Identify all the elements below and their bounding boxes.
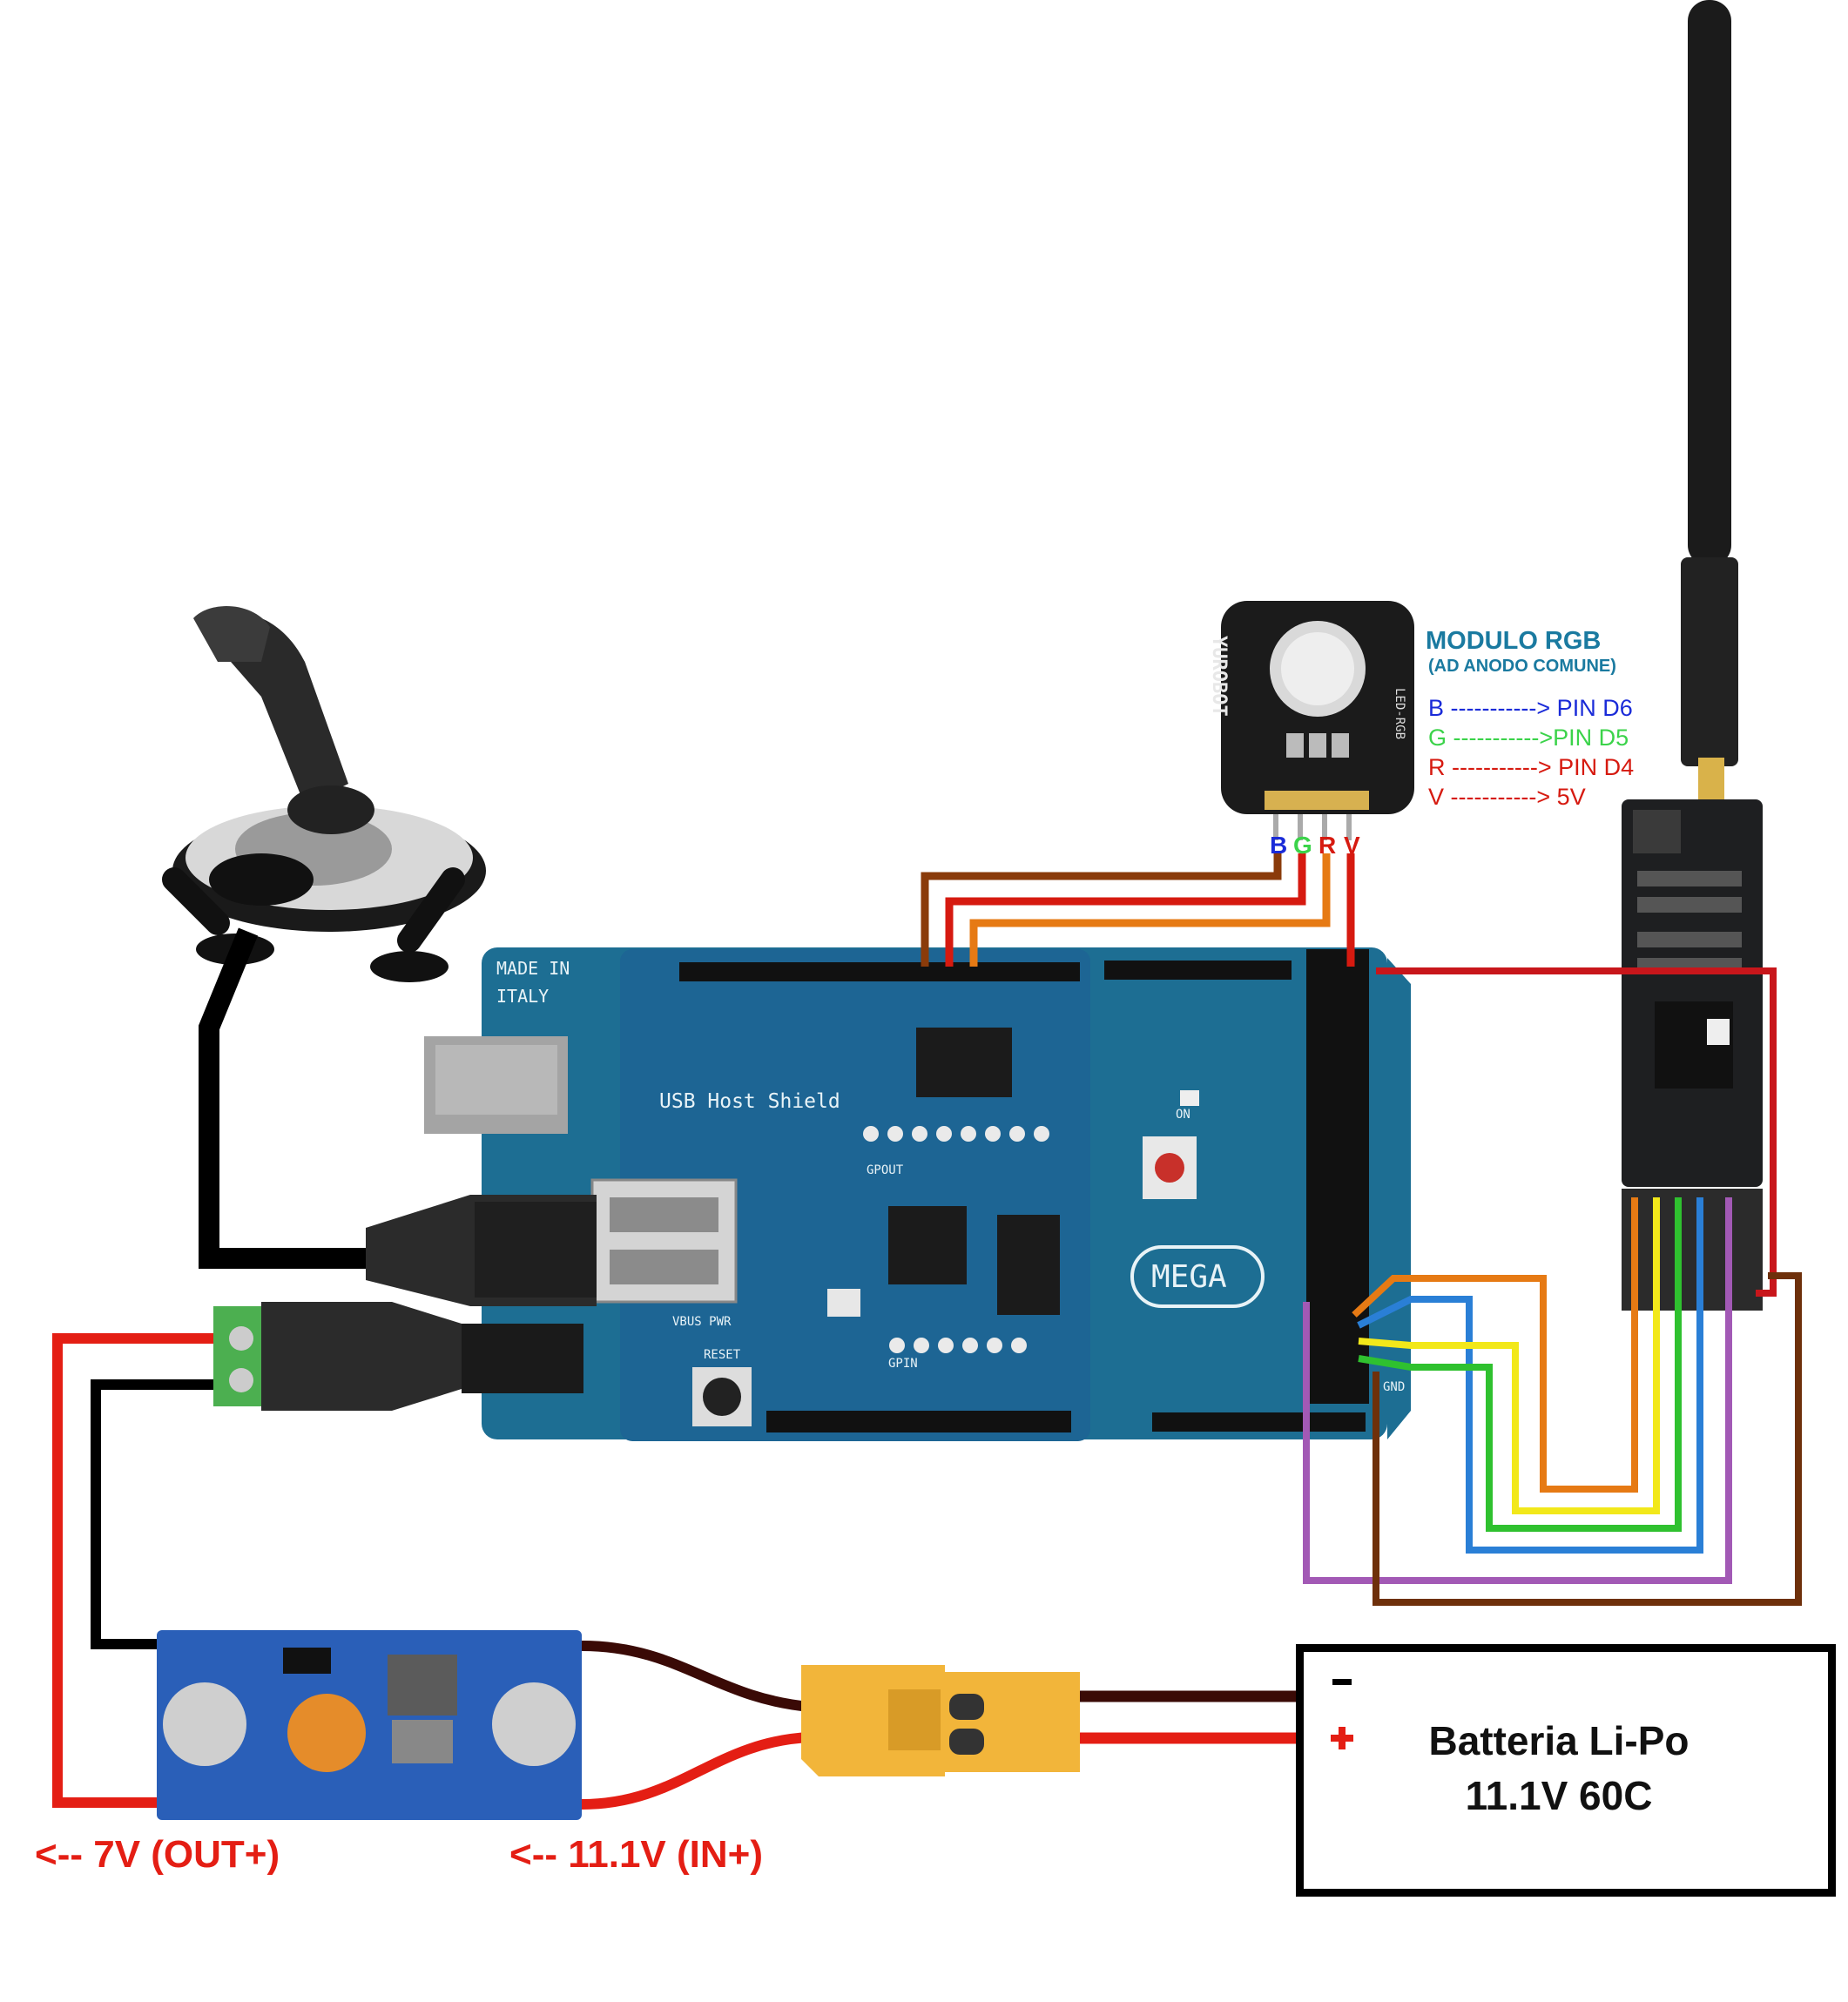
battery-plus-icon-vertical (1339, 1727, 1346, 1749)
rgb-led-module (1221, 601, 1414, 840)
board-made-in: MADE IN (496, 958, 570, 979)
board-country: ITALY (496, 986, 550, 1007)
battery-minus-icon (1332, 1679, 1352, 1685)
rgb-brand: YUROBOT (1208, 636, 1230, 717)
power-wires (52, 1333, 213, 1808)
rgb-pin-g: G (1293, 832, 1312, 859)
gpout-label: GPOUT (867, 1163, 904, 1177)
antenna (1681, 0, 1740, 853)
converter-out-label: <-- 7V (OUT+) (35, 1833, 280, 1876)
shield-title: USB Host Shield (659, 1090, 840, 1113)
nrf24-module (1622, 799, 1763, 1311)
rgb-module-title: MODULO RGB (1426, 627, 1602, 655)
on-label: ON (1176, 1108, 1190, 1122)
buck-converter (157, 1630, 582, 1820)
nrf-wires (1303, 967, 1802, 1606)
rgb-wires (921, 853, 1355, 967)
gpin-label: GPIN (888, 1357, 918, 1371)
usb-plug (366, 1195, 597, 1306)
joystick-cable (199, 927, 366, 1269)
battery-spec: 11.1V 60C (1465, 1773, 1653, 1818)
rgb-pin-r: R (1319, 832, 1337, 859)
gnd-label: GND (1383, 1380, 1406, 1394)
input-wires (581, 1641, 811, 1810)
xt60-connector (801, 1665, 1080, 1776)
converter-in-label: <-- 11.1V (IN+) (509, 1833, 764, 1876)
reset-label: RESET (704, 1348, 741, 1362)
board-model-logo: MEGA (1151, 1259, 1227, 1295)
rgb-pin-b: B (1270, 832, 1288, 859)
rgb-map-b: B -----------> PIN D6 (1428, 695, 1633, 721)
rgb-module-subtitle: (AD ANODO COMUNE) (1428, 657, 1616, 676)
usb-host-shield (590, 949, 1090, 1441)
rgb-map-g: G ----------->PIN D5 (1428, 725, 1629, 751)
battery-name: Batteria Li-Po (1428, 1718, 1690, 1763)
battery-wires (1080, 1690, 1299, 1744)
rgb-pin-v: V (1344, 832, 1360, 859)
rgb-model: LED-RGB (1393, 688, 1406, 740)
rgb-map-r: R -----------> PIN D4 (1428, 754, 1635, 780)
dc-barrel-adapter (213, 1302, 583, 1411)
joystick (162, 606, 486, 982)
vbus-pwr-label: VBUS PWR (672, 1315, 732, 1329)
rgb-map-v: V -----------> 5V (1428, 784, 1586, 810)
battery (1296, 1644, 1836, 1897)
